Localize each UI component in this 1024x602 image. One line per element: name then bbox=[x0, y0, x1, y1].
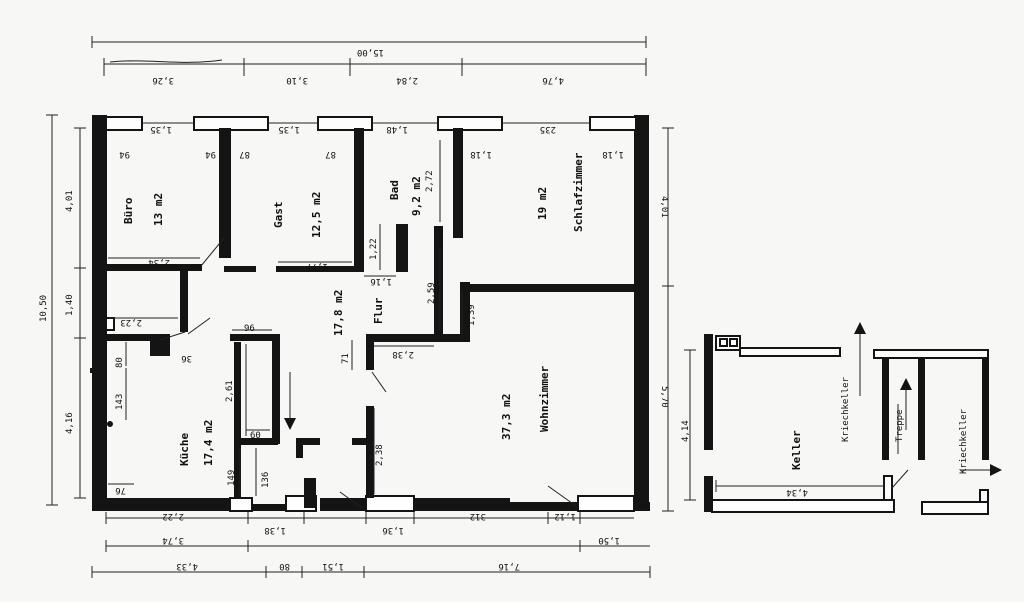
room-wohnzimmer-name: Wohnzimmer bbox=[538, 365, 551, 432]
dim-right-1: 4,01 bbox=[659, 196, 669, 218]
room-gast-area: 12,5 m2 bbox=[310, 192, 323, 238]
dim-jamb-2: 94 bbox=[205, 149, 216, 159]
dim-kueche-149: 149 bbox=[227, 470, 237, 486]
dim-flur-1-39: 1,39 bbox=[467, 304, 477, 326]
dim-top-4: 4,76 bbox=[542, 75, 564, 85]
dim-left-total: 10,50 bbox=[39, 295, 49, 322]
dim-wohn-2-38: 2,38 bbox=[375, 444, 385, 466]
room-kueche-name: Küche bbox=[178, 433, 191, 466]
dim-kueche-80: 80 bbox=[115, 357, 125, 368]
dim-jamb-5: 1,18 bbox=[470, 149, 492, 159]
dim-bottom-c-3: 1,51 bbox=[322, 561, 344, 571]
room-schlafzimmer-area: 19 m2 bbox=[536, 187, 549, 220]
dim-bad-1-22: 1,22 bbox=[369, 238, 379, 260]
dim-kueche-143: 143 bbox=[115, 394, 125, 410]
room-keller-name: Keller bbox=[790, 430, 803, 470]
dim-top-2: 3,10 bbox=[286, 75, 308, 85]
dim-bottom-a-4: 312 bbox=[470, 511, 486, 521]
dim-flur-2-59: 2,59 bbox=[427, 282, 437, 304]
room-flur-name: Flur bbox=[372, 297, 385, 324]
dim-kueche-76: 76 bbox=[115, 485, 126, 495]
dim-bottom-c-4: 7,16 bbox=[498, 561, 520, 571]
dim-gast-width: 1,77 bbox=[306, 261, 328, 271]
dim-kueche-2-61: 2,61 bbox=[225, 380, 235, 402]
dim-right-2: 5,70 bbox=[659, 386, 669, 408]
dim-left-2: 1,40 bbox=[65, 294, 75, 316]
room-kriechkeller-2: Kriechkeller bbox=[959, 408, 969, 474]
interior-walls bbox=[106, 128, 636, 508]
dim-left-1: 4,01 bbox=[65, 190, 75, 212]
dim-keller-height: 4,14 bbox=[681, 420, 691, 442]
dim-kueche-36: 36 bbox=[181, 353, 192, 363]
dim-buero-width: 2,34 bbox=[148, 257, 170, 267]
dim-jamb-3: 87 bbox=[239, 149, 250, 159]
dim-bottom-b-1: 3,74 bbox=[162, 535, 184, 545]
room-kueche-area: 17,4 m2 bbox=[202, 420, 215, 466]
room-flur-area: 17,8 m2 bbox=[332, 290, 345, 336]
dim-bottom-c-2: 80 bbox=[279, 561, 290, 571]
dim-bottom-a-3: 1,36 bbox=[382, 525, 404, 535]
dim-jamb-4: 87 bbox=[325, 149, 336, 159]
dim-top-3: 2,84 bbox=[396, 75, 418, 85]
dim-bottom-c-1: 4,33 bbox=[176, 561, 198, 571]
dim-bad-2-72: 2,72 bbox=[425, 170, 435, 192]
dim-window-4: 235 bbox=[540, 124, 556, 134]
room-bad-area: 9,2 m2 bbox=[410, 176, 423, 216]
room-treppe: Treppe bbox=[895, 409, 905, 442]
dim-bottom-a-5: 1,12 bbox=[554, 511, 576, 521]
room-bad-name: Bad bbox=[388, 180, 401, 200]
dim-bottom-b-2: 1,50 bbox=[598, 535, 620, 545]
room-wohnzimmer-area: 37,3 m2 bbox=[500, 394, 513, 440]
left-dimensions bbox=[46, 114, 86, 506]
dim-window-1: 1,35 bbox=[150, 124, 172, 134]
dim-bottom-a-2: 1,38 bbox=[264, 525, 286, 535]
dim-left-3: 4,16 bbox=[65, 412, 75, 434]
dim-window-3: 1,48 bbox=[386, 124, 408, 134]
top-walls bbox=[105, 116, 637, 131]
dim-jamb-6: 1,18 bbox=[602, 149, 624, 159]
right-dimensions bbox=[662, 127, 674, 512]
dim-window-2: 1,35 bbox=[278, 124, 300, 134]
dim-kueche-60: 60 bbox=[250, 431, 261, 441]
dim-bad-1-16: 1,16 bbox=[370, 276, 392, 286]
dim-kueche-96: 96 bbox=[244, 324, 255, 334]
room-buero-area: 13 m2 bbox=[152, 193, 165, 226]
inner-dimension-lines bbox=[108, 140, 463, 496]
dim-small-2-23: 2,23 bbox=[120, 317, 142, 327]
dim-flur-71: 71 bbox=[341, 353, 351, 364]
room-buero-name: Büro bbox=[122, 197, 135, 224]
top-dimensions bbox=[91, 36, 647, 76]
dim-top-total: 15,00 bbox=[357, 47, 384, 57]
dim-jamb-1: 94 bbox=[119, 149, 130, 159]
bottom-dimensions bbox=[91, 512, 651, 578]
room-gast-name: Gast bbox=[272, 202, 285, 229]
keller-walls bbox=[684, 322, 1002, 515]
dim-keller-width: 4,34 bbox=[786, 487, 808, 497]
room-schlafzimmer-name: Schlafzimmer bbox=[572, 152, 585, 232]
dim-top-1: 3,26 bbox=[152, 75, 174, 85]
room-kriechkeller-1: Kriechkeller bbox=[841, 376, 851, 442]
dim-flur-width: 2,38 bbox=[392, 349, 414, 359]
room-labels: Büro 13 m2 Gast 12,5 m2 Bad 9,2 m2 19 m2… bbox=[122, 152, 585, 466]
dim-bottom-a-1: 2,22 bbox=[162, 511, 184, 521]
dim-kueche-136: 136 bbox=[261, 472, 271, 488]
